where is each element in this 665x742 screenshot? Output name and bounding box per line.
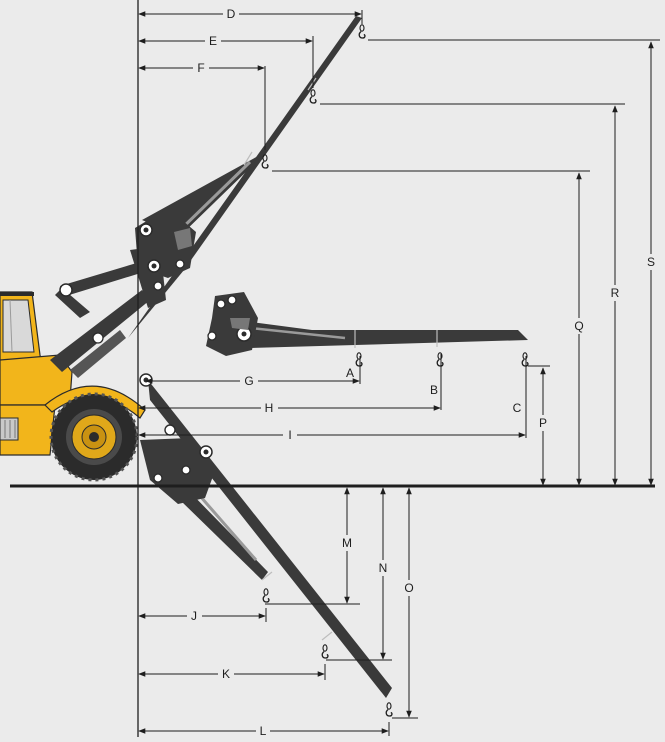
label-n: N <box>379 561 388 575</box>
wheel-loader-icon <box>0 262 150 482</box>
label-h: H <box>265 401 274 415</box>
label-i: I <box>288 428 291 442</box>
label-a: A <box>346 366 354 380</box>
horizontal-jib-arm <box>206 292 528 356</box>
label-c: C <box>513 401 522 415</box>
dimension-labels: D E F A B C G H I J K L M N O P Q R S <box>191 7 655 738</box>
label-b: B <box>430 383 438 397</box>
label-l: L <box>260 724 267 737</box>
label-r: R <box>611 286 620 300</box>
label-q: Q <box>574 319 583 333</box>
label-k: K <box>222 667 230 681</box>
label-o: O <box>404 581 413 595</box>
raised-jib-arm <box>128 16 362 338</box>
reference-lines <box>10 0 660 737</box>
dimension-lines <box>138 11 654 734</box>
label-g: G <box>244 374 253 388</box>
label-p: P <box>539 416 547 430</box>
label-d: D <box>227 7 236 21</box>
label-m: M <box>342 536 352 550</box>
label-j: J <box>191 609 197 623</box>
label-f: F <box>197 61 204 75</box>
label-s: S <box>647 255 655 269</box>
label-e: E <box>209 34 217 48</box>
